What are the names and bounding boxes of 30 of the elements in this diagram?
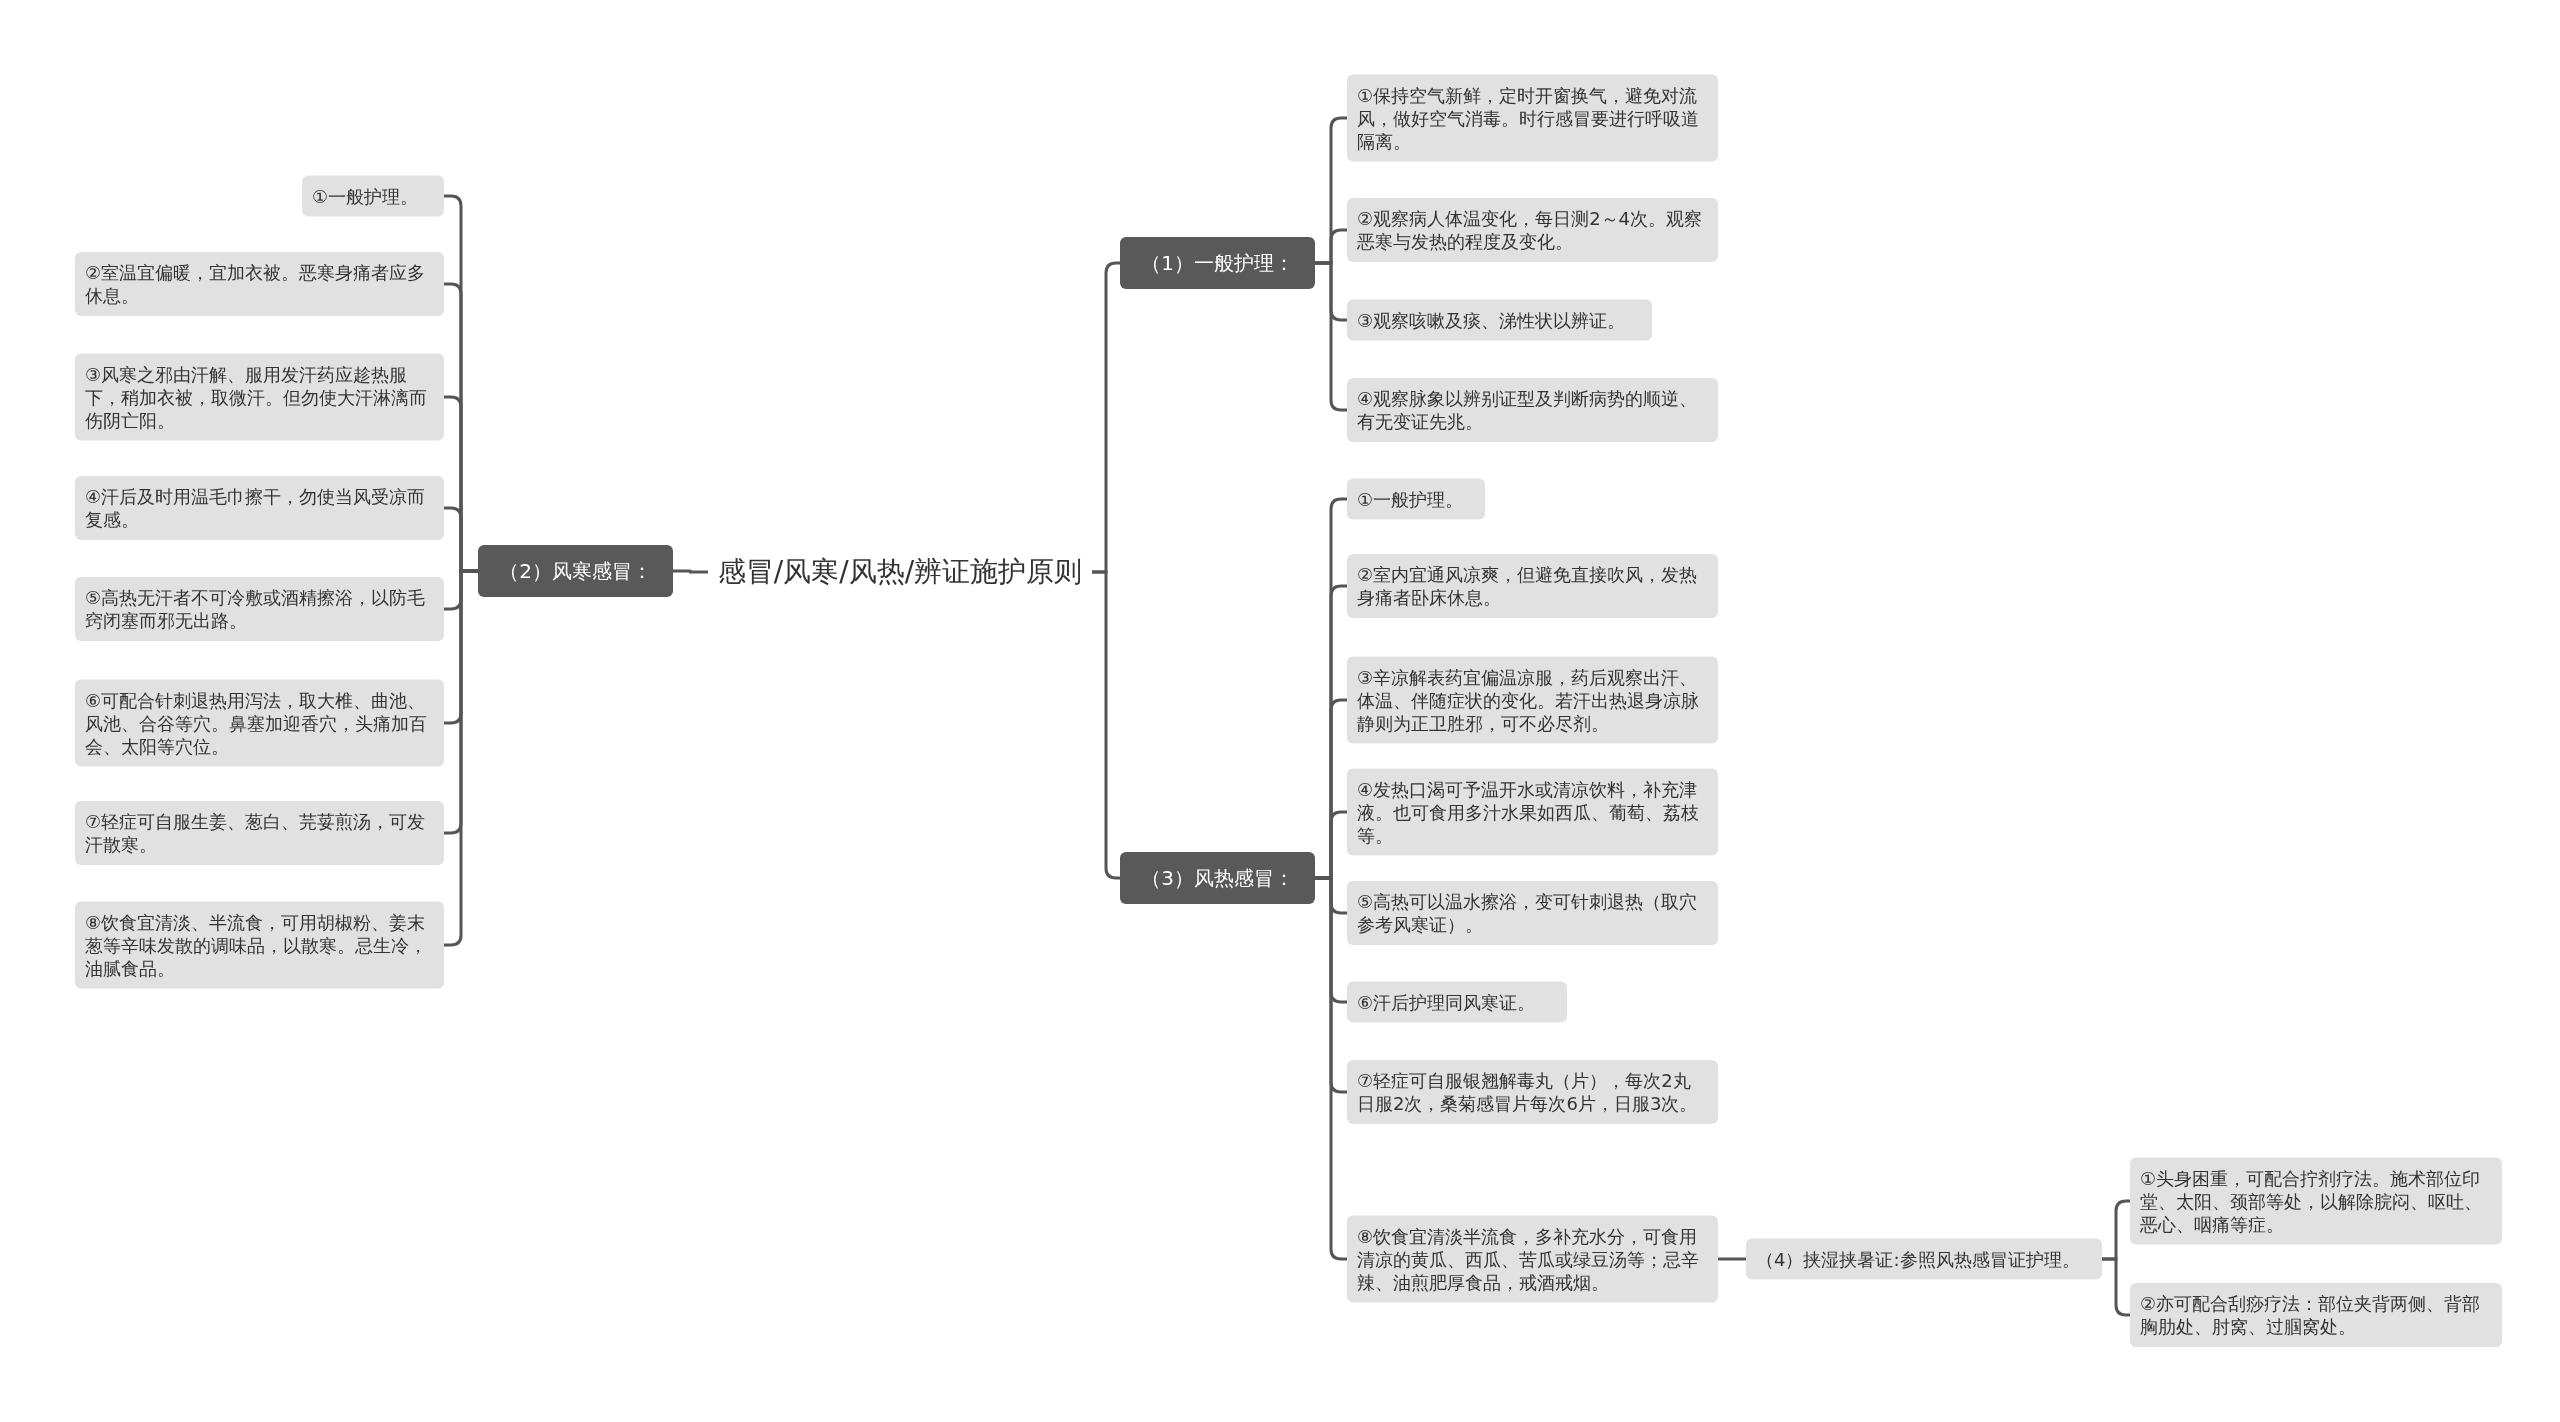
subtopic-box: ②室温宜偏暖，宜加衣被。恶寒身痛者应多休息。 — [75, 252, 444, 316]
subtopic-box: ③辛凉解表药宜偏温凉服，药后观察出汗、体温、伴随症状的变化。若汗出热退身凉脉静则为正卫胜邪，可不必尽剂。 — [1347, 656, 1718, 744]
subtopic-box: ①头身困重，可配合拧剂疗法。施术部位印堂、太阳、颈部等处，以解除脘闷、呕吐、恶心、咽痛等症。 — [2130, 1157, 2502, 1245]
connector-line — [673, 569, 708, 574]
subtopic-box: ③风寒之邪由汗解、服用发汗药应趁热服下，稍加衣被，取微汗。但勿使大汗淋漓而伤阴亡阳。 — [75, 353, 444, 441]
subtopic-box: ⑤高热可以温水擦浴，变可针刺退热（取穴参考风寒证）。 — [1347, 881, 1718, 945]
subtopic-box: ①一般护理。 — [1347, 478, 1485, 520]
connector-line — [1718, 1257, 1746, 1261]
subtopic-box: （4）挟湿挟暑证:参照风热感冒证护理。 — [1746, 1238, 2102, 1280]
subtopic-box: ④汗后及时用温毛巾擦干，勿使当风受凉而复感。 — [75, 476, 444, 540]
subtopic-box: ⑤高热无汗者不可冷敷或酒精擦浴，以防毛窍闭塞而邪无出路。 — [75, 577, 444, 641]
subtopic-box: ①保持空气新鲜，定时开窗换气，避免对流风，做好空气消毒。时行感冒要进行呼吸道隔离。 — [1347, 74, 1718, 162]
subtopic-box: ②室内宜通风凉爽，但避免直接吹风，发热身痛者卧床休息。 — [1347, 554, 1718, 618]
subtopic-box: ②观察病人体温变化，每日测2～4次。观察恶寒与发热的程度及变化。 — [1347, 198, 1718, 262]
connector-line — [1315, 261, 1347, 412]
subtopic-box: ⑥汗后护理同风寒证。 — [1347, 981, 1567, 1023]
subtopic-box: ④发热口渴可予温开水或清凉饮料，补充津液。也可食用多汁水果如西瓜、葡萄、荔枝等。 — [1347, 768, 1718, 856]
subtopic-box: ①一般护理。 — [302, 175, 444, 217]
subtopic-box: ③观察咳嗽及痰、涕性状以辨证。 — [1347, 299, 1652, 341]
branch-topic: （1）一般护理： — [1120, 237, 1315, 289]
branch-topic: （3）风热感冒： — [1120, 852, 1315, 904]
subtopic-box: ⑦轻症可自服生姜、葱白、芫荽煎汤，可发汗散寒。 — [75, 801, 444, 865]
central-topic: 感冒/风寒/风热/辨证施护原则 — [708, 549, 1092, 595]
subtopic-box: ⑥可配合针刺退热用泻法，取大椎、曲池、风池、合谷等穴。鼻塞加迎香穴，头痛加百会、太阳等穴位。 — [75, 679, 444, 767]
subtopic-box: ⑧饮食宜清淡、半流食，可用胡椒粉、姜末葱等辛味发散的调味品，以散寒。忌生冷，油腻食品。 — [75, 901, 444, 989]
branch-topic: （2）风寒感冒： — [478, 545, 673, 597]
subtopic-box: ⑦轻症可自服银翘解毒丸（片），每次2丸日服2次，桑菊感冒片每次6片，日服3次。 — [1347, 1060, 1718, 1124]
subtopic-box: ②亦可配合刮痧疗法：部位夹背两侧、背部胸肋处、肘窝、过腘窝处。 — [2130, 1283, 2502, 1347]
subtopic-box: ⑧饮食宜清淡半流食，多补充水分，可食用清凉的黄瓜、西瓜、苦瓜或绿豆汤等；忌辛辣、油煎肥厚食品，戒酒戒烟。 — [1347, 1215, 1718, 1303]
subtopic-box: ④观察脉象以辨别证型及判断病势的顺逆、有无变证先兆。 — [1347, 378, 1718, 442]
